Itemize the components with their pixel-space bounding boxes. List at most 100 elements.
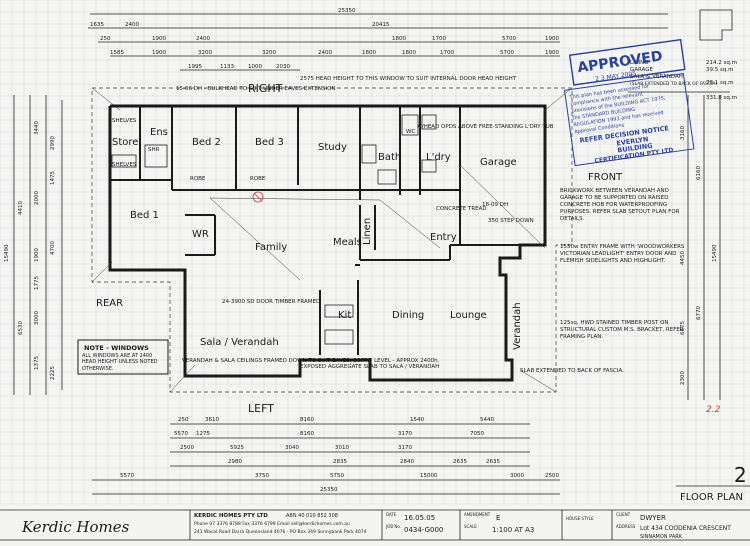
dim: 2400 — [125, 22, 139, 28]
dim: 2990 — [50, 136, 56, 150]
dim: 3170 — [398, 445, 412, 451]
dim: 2500 — [545, 473, 559, 479]
dim: 5700 — [500, 50, 514, 56]
site-address: Lot 434 COODENIA CRESCENT — [640, 525, 731, 532]
robe-label: ROBE — [190, 176, 206, 182]
room-family: Family — [255, 242, 287, 253]
dim: 3610 — [205, 417, 219, 423]
room-kit: Kit — [338, 310, 351, 321]
room-meals: Meals — [333, 237, 362, 248]
note-head-height: 2575 HEAD HEIGHT TO THIS WINDOW TO SUIT … — [300, 76, 517, 82]
note-ext-door: 18-09 DH — [482, 202, 508, 208]
room-ens: Ens — [150, 127, 168, 138]
dim: 3000 — [510, 473, 524, 479]
sheet-title: FLOOR PLAN — [680, 492, 743, 503]
room-bed1: Bed 1 — [130, 210, 159, 221]
dim: 1800 — [402, 50, 416, 56]
note-timber-post: 125sq. HWD STAINED TIMBER POST ON STRUCT… — [560, 320, 684, 340]
dim: 1700 — [432, 36, 446, 42]
dim: 1800 — [392, 36, 406, 42]
client-label: CLIENT — [616, 512, 631, 517]
robe-label: ROBE — [250, 176, 266, 182]
dim: 15490 — [712, 244, 718, 262]
dim: 1800 — [362, 50, 376, 56]
area-total: 331.8 sq.m — [706, 95, 737, 101]
shelves-label: SHELVES — [112, 162, 137, 168]
room-bed2: Bed 2 — [192, 137, 221, 148]
area-label: (SLAB EXTENDED TO BACK OF FASCIA) — [630, 81, 717, 87]
company-phone: Phone 07 3376 8788 Fax 3376 6799 Email s… — [194, 521, 350, 527]
side-labels: RIGHT LEFT REAR FRONT — [96, 82, 623, 415]
dim: 3040 — [285, 445, 299, 451]
area-value: 214.2 sq.m — [706, 60, 737, 66]
room-lounge: Lounge — [450, 310, 487, 321]
room-bed3: Bed 3 — [255, 137, 284, 148]
side-rear: REAR — [96, 298, 123, 309]
side-right: RIGHT — [248, 82, 283, 95]
area-value: 78.1 sq.m — [706, 80, 733, 86]
dim: 3160 — [680, 126, 686, 140]
dim: 6160 — [696, 166, 702, 180]
note-slab-back: SLAB EXTENDED TO BACK OF FASCIA. — [520, 368, 624, 374]
bottom-overall-dim: 25350 — [320, 487, 338, 493]
dim: 2835 — [333, 459, 347, 465]
dim: 250 — [100, 36, 111, 42]
house-style-label: HOUSE STYLE — [566, 516, 594, 521]
company-address: 241 Wacol Road Darra Queensland 4076 - P… — [194, 529, 367, 535]
amendment: E — [496, 514, 500, 522]
dim: 3440 — [34, 121, 40, 135]
job-number: 0434-G000 — [404, 526, 443, 534]
room-verandah: Verandah — [512, 302, 523, 350]
left-dimensions: 3440 2990 1475 2000 4410 4700 15490 1900… — [4, 95, 63, 395]
side-front: FRONT — [588, 172, 623, 183]
dim: 5700 — [502, 36, 516, 42]
windows-note-body-box: ALL WINDOWS ARE AT 2400 HEAD HEIGHT UNLE… — [82, 353, 157, 372]
windows-note-title: NOTE - WINDOWS — [84, 344, 149, 352]
company-abn: ABN 40 010 852 308 — [286, 513, 338, 519]
dim: 3200 — [198, 50, 212, 56]
note-sd-door: 24-3900 SD DOOR TIMBER FRAMED — [222, 299, 320, 305]
note-entry-frame-box: 1550w ENTRY FRAME WITH 'WOODWORKERS VICT… — [560, 244, 684, 264]
dim: 6530 — [18, 321, 24, 335]
area-value: 39.5 sq.m — [706, 67, 733, 73]
notes: 2575 HEAD HEIGHT TO THIS WINDOW TO SUIT … — [176, 76, 624, 374]
dim: 1900 — [545, 50, 559, 56]
dim: 1133 — [220, 64, 234, 70]
dim: 5570 — [120, 473, 134, 479]
dim: 5570 — [174, 431, 188, 437]
dim: 15000 — [420, 473, 438, 479]
company-name: KERDIC HOMES PTY LTD — [194, 513, 268, 519]
dim: 2635 — [453, 459, 467, 465]
note-bulkhead: 15-06 DH - BULKHEAD TO SUIT UNDER EAVES … — [176, 86, 336, 92]
dim: 1900 — [545, 36, 559, 42]
revision-mark: 2.2 — [706, 405, 721, 415]
dim: 3000 — [34, 311, 40, 325]
dim: 2225 — [50, 366, 56, 380]
dim: 20415 — [372, 22, 390, 28]
room-dining: Dining — [392, 310, 424, 321]
dim: 5750 — [330, 473, 344, 479]
internal-walls — [110, 106, 520, 355]
note-step: 350 STEP DOWN — [488, 218, 534, 224]
top-overall-dim: 25350 — [338, 8, 356, 14]
room-store: Store — [112, 137, 138, 148]
client-name: DWYER — [640, 514, 666, 522]
company-logo: Kerdic Homes — [21, 518, 130, 536]
dim: 1995 — [188, 64, 202, 70]
dim: 8160 — [300, 431, 314, 437]
drawing-date: 16.05.05 — [404, 514, 435, 522]
sheet-number: 2 — [734, 463, 747, 487]
shelves-label: SHELVES — [112, 118, 137, 124]
dim: 1475 — [50, 171, 56, 185]
date-label: DATE — [386, 512, 397, 517]
dim: 2000 — [34, 191, 40, 205]
note-aggregate: EXPOSED AGGREGATE SLAB TO SALA / VERANDA… — [300, 364, 439, 370]
dim: 5440 — [480, 417, 494, 423]
dim: 3200 — [262, 50, 276, 56]
dim: 1375 — [34, 356, 40, 370]
dim: 4700 — [50, 241, 56, 255]
dim: 1540 — [410, 417, 424, 423]
dim: 3010 — [335, 445, 349, 451]
scale-label: SCALE — [464, 524, 477, 529]
area-label: LIVING — [630, 60, 648, 66]
